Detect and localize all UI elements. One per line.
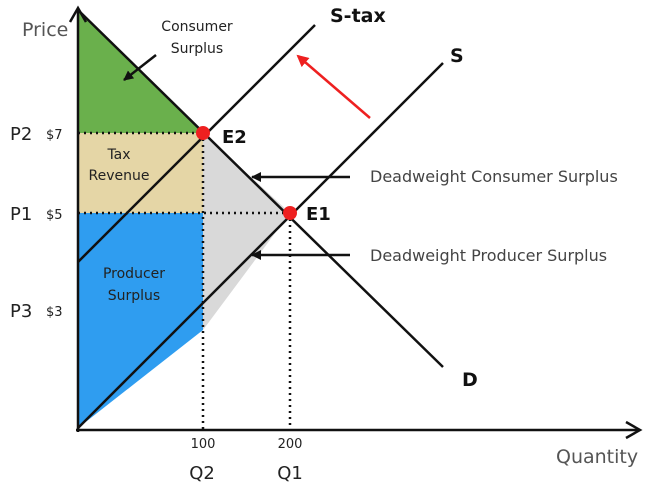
tax-revenue-label-line1: Tax: [106, 147, 130, 163]
price-p3-label: P3: [10, 301, 32, 322]
supply-curve: [77, 62, 444, 429]
quantity-q2-label: Q2: [189, 463, 215, 484]
supply-tax-curve-label: S-tax: [330, 5, 386, 27]
deadweight-loss-area: [203, 133, 290, 330]
producer-surplus-label-line1: Producer: [103, 266, 165, 282]
price-p1-value: $5: [46, 208, 63, 223]
tax-shift-arrow: [296, 54, 371, 119]
quantity-q1-label: Q1: [277, 463, 303, 484]
supply-tax-curve: [77, 24, 316, 263]
equilibrium-e2-label: E2: [222, 127, 247, 148]
quantity-q1-value: 200: [278, 437, 303, 452]
demand-curve-label: D: [462, 369, 478, 391]
tax-revenue-area: [78, 133, 203, 213]
price-p2-label: P2: [10, 124, 32, 145]
supply-curve-label: S: [450, 45, 464, 67]
price-p3-value: $3: [46, 305, 63, 320]
consumer-surplus-label-line2: Surplus: [171, 41, 223, 57]
y-axis-arrowhead: [68, 5, 88, 23]
price-p2-value: $7: [46, 128, 63, 143]
x-axis-arrowhead: [625, 420, 643, 440]
producer-surplus-label-line2: Surplus: [108, 288, 160, 304]
equilibrium-e1-label: E1: [306, 204, 331, 225]
x-axis-label: Quantity: [556, 446, 638, 468]
producer-surplus-area: [78, 213, 203, 428]
tax-revenue-label-line2: Revenue: [89, 168, 150, 184]
quantity-q2-value: 100: [191, 437, 216, 452]
y-axis-label: Price: [22, 19, 68, 41]
consumer-surplus-label-line1: Consumer: [161, 19, 233, 35]
dw-consumer-annotation: Deadweight Consumer Surplus: [370, 167, 618, 186]
equilibrium-e1-point: [283, 206, 297, 220]
consumer-surplus-pointer-arrow: [123, 54, 157, 81]
equilibrium-e2-point: [196, 126, 210, 140]
dw-producer-annotation: Deadweight Producer Surplus: [370, 246, 607, 265]
price-p1-label: P1: [10, 204, 32, 225]
